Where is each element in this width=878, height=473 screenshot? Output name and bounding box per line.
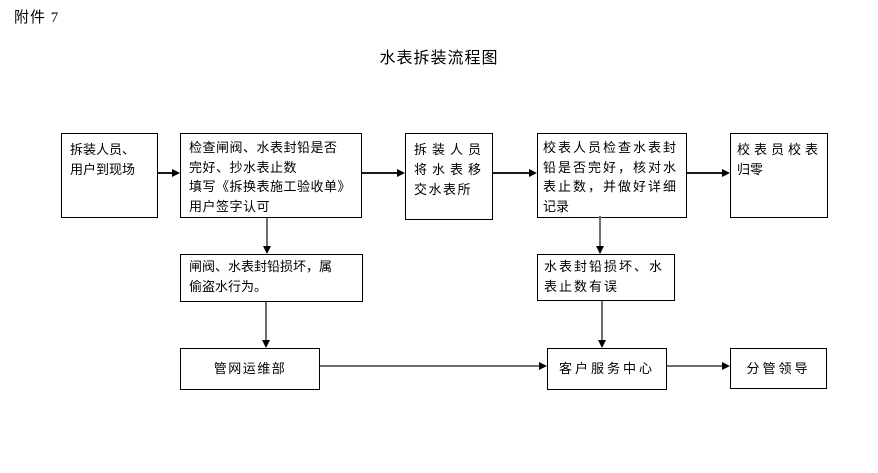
box-text-line: 用户签字认可 xyxy=(189,198,271,214)
box-text-line: 检查闸阀、水表封铅是否 xyxy=(189,140,338,155)
box-text-line: 记录 xyxy=(543,198,570,214)
flow-box-theft-notice: 闸阀、水表封铅损坏，属 偷盗水行为。 xyxy=(180,254,363,302)
box-text-line: 客户服务中心 xyxy=(558,361,655,376)
arrow-damaged-to-service xyxy=(598,301,606,348)
box-text-line: 用户到现场 xyxy=(70,162,136,177)
box-text-line: 拆装人员 xyxy=(414,142,487,157)
page-title: 水表拆装流程图 xyxy=(379,50,499,67)
flow-box-arrive-site: 拆装人员、 用户到现场 xyxy=(61,133,158,218)
flow-box-pipeline-dept: 管网运维部 xyxy=(180,348,320,390)
flow-box-leader: 分管领导 xyxy=(730,348,827,389)
box-text-line: 水表封铅损坏、水 xyxy=(544,259,665,274)
box-text-line: 完好、抄水表止数 xyxy=(189,159,298,175)
box-text-line: 偷盗水行为。 xyxy=(189,279,268,294)
arrow-pipeline-to-service xyxy=(320,362,547,370)
box-text-line: 交水表所 xyxy=(414,182,473,197)
box-text-line: 闸阀、水表封铅损坏，属 xyxy=(189,259,333,274)
arrow-transfer-to-inspect xyxy=(493,169,537,177)
box-text-line: 校表人员检查水表封 xyxy=(543,140,679,155)
arrow-theft-to-pipeline xyxy=(262,302,270,348)
arrow-inspect-to-reset xyxy=(687,169,730,177)
box-text-line: 表止数有误 xyxy=(544,279,620,294)
arrow-arrive-to-check xyxy=(158,169,180,177)
box-text-line: 填写《拆换表施工验收单》 xyxy=(189,179,352,194)
arrow-check-to-transfer xyxy=(362,169,405,177)
flow-box-inspect-record: 校表人员检查水表封 铅是否完好，核对水 表止数，并做好详细 记录 xyxy=(537,133,687,218)
arrow-inspect-to-damaged xyxy=(596,216,604,254)
flow-box-reset-meter: 校表员校表 归零 xyxy=(730,133,828,218)
box-text-line: 管网运维部 xyxy=(213,361,287,376)
box-text-line: 拆装人员、 xyxy=(70,142,136,157)
box-text-line: 校表员校表 xyxy=(737,142,823,157)
flow-box-transfer-meter: 拆装人员 将水表移 交水表所 xyxy=(405,133,493,220)
flow-box-seal-damaged: 水表封铅损坏、水 表止数有误 xyxy=(537,254,675,301)
box-text-line: 将水表移 xyxy=(414,162,487,177)
flow-box-customer-service: 客户服务中心 xyxy=(547,348,667,390)
box-text-line: 分管领导 xyxy=(746,360,811,376)
arrow-service-to-leader xyxy=(667,362,730,370)
arrow-check-to-theft xyxy=(263,218,271,254)
attachment-label: 附件 7 xyxy=(14,10,60,26)
flow-box-check-seal: 检查闸阀、水表封铅是否 完好、抄水表止数 填写《拆换表施工验收单》 用户签字认可 xyxy=(180,133,362,218)
box-text-line: 归零 xyxy=(737,162,764,177)
box-text-line: 铅是否完好，核对水 xyxy=(543,159,679,175)
box-text-line: 表止数，并做好详细 xyxy=(543,179,679,194)
